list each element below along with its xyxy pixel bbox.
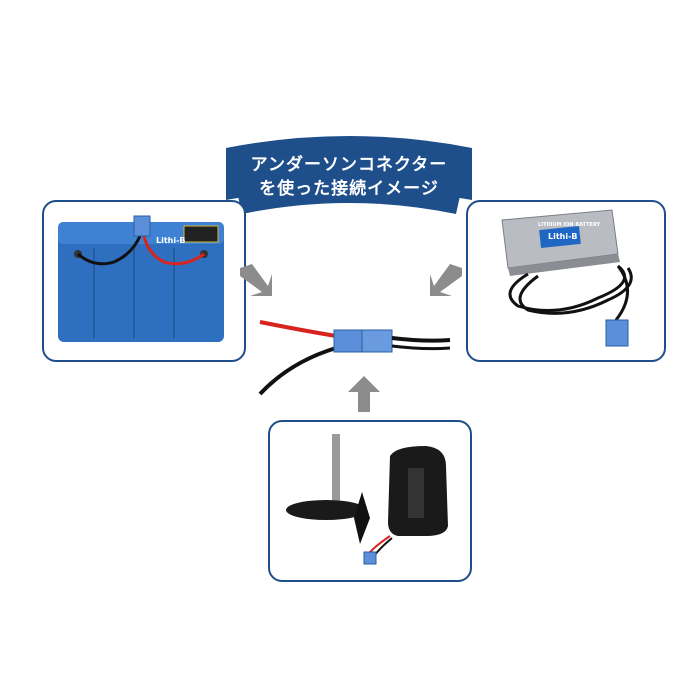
banner-shape <box>226 136 472 214</box>
arrow-right-icon <box>238 262 274 298</box>
battery-photo-frame: Lithi-B <box>42 200 246 362</box>
connector-image <box>258 320 451 396</box>
arrow-left-icon <box>428 262 464 298</box>
charger-image <box>501 209 633 347</box>
charger-photo-frame: LITHIUM ION BATTERY Lithi-B <box>466 200 666 362</box>
banner-line-1: アンダーソンコネクター <box>250 155 448 175</box>
battery-image <box>58 215 224 342</box>
charger-small-label: LITHIUM ION BATTERY <box>538 222 601 228</box>
title-banner: アンダーソンコネクター を使った接続イメージ <box>218 130 480 216</box>
charger-brand-label: Lithi-B <box>548 232 578 241</box>
battery-brand-label: Lithi-B <box>156 236 186 245</box>
banner-line-2: を使った接続イメージ <box>259 179 439 199</box>
trolling-motor-photo-frame <box>268 420 472 582</box>
arrow-up-icon <box>348 376 380 412</box>
anderson-connector <box>250 312 460 406</box>
motor-image <box>286 434 448 565</box>
